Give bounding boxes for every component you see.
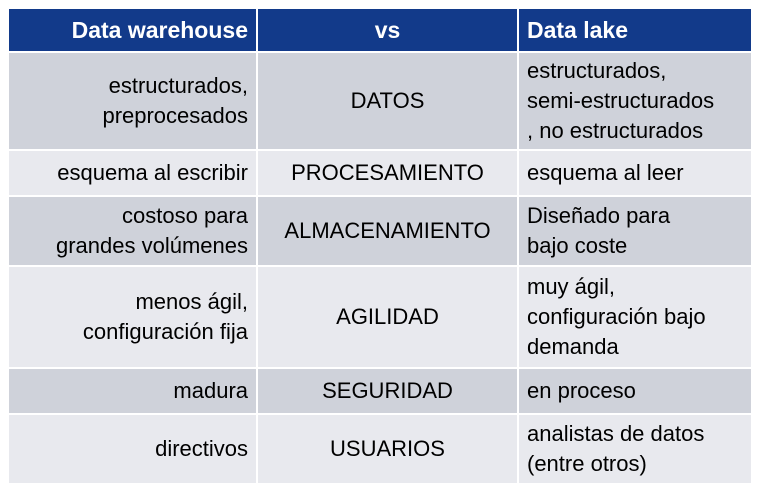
table-row-agilidad: menos ágil, configuración fija AGILIDAD … <box>7 265 753 369</box>
cell-line: estructurados, <box>108 73 248 98</box>
lake-cell: en proceso <box>517 367 753 415</box>
cell-line: , no estructurados <box>527 118 704 143</box>
warehouse-cell: costoso para grandes volúmenes <box>7 195 258 267</box>
cell-line: madura <box>173 378 248 403</box>
cell-line: (entre otros) <box>527 451 647 476</box>
aspect-cell: DATOS <box>256 51 519 151</box>
aspect-cell: USUARIOS <box>256 413 519 485</box>
cell-line: preprocesados <box>102 103 248 128</box>
cell-line: menos ágil, <box>135 289 248 314</box>
warehouse-cell: menos ágil, configuración fija <box>7 265 258 369</box>
cell-line: costoso para <box>122 203 248 228</box>
lake-cell: Diseñado para bajo coste <box>517 195 753 267</box>
cell-line: Diseñado para <box>527 203 671 228</box>
warehouse-cell: madura <box>7 367 258 415</box>
lake-cell: estructurados, semi-estructurados , no e… <box>517 51 753 151</box>
table-row-datos: estructurados, preprocesados DATOS estru… <box>7 51 753 151</box>
cell-line: esquema al leer <box>527 160 684 185</box>
warehouse-cell: estructurados, preprocesados <box>7 51 258 151</box>
cell-line: semi-estructurados <box>527 88 715 113</box>
cell-line: estructurados, <box>527 58 667 83</box>
aspect-cell: ALMACENAMIENTO <box>256 195 519 267</box>
lake-cell: esquema al leer <box>517 149 753 197</box>
aspect-cell: PROCESAMIENTO <box>256 149 519 197</box>
aspect-cell: SEGURIDAD <box>256 367 519 415</box>
header-row: Data warehouse vs Data lake <box>7 7 753 53</box>
cell-line: configuración bajo <box>527 304 706 329</box>
table-row-seguridad: madura SEGURIDAD en proceso <box>7 367 753 415</box>
header-data-lake: Data lake <box>517 7 753 53</box>
cell-line: bajo coste <box>527 233 628 258</box>
warehouse-cell: esquema al escribir <box>7 149 258 197</box>
cell-line: en proceso <box>527 378 636 403</box>
cell-line: esquema al escribir <box>57 160 248 185</box>
cell-line: configuración fija <box>82 319 248 344</box>
cell-line: muy ágil, <box>527 274 616 299</box>
warehouse-cell: directivos <box>7 413 258 485</box>
cell-line: analistas de datos <box>527 421 705 446</box>
table-row-procesamiento: esquema al escribir PROCESAMIENTO esquem… <box>7 149 753 197</box>
cell-line: demanda <box>527 334 619 359</box>
aspect-cell: AGILIDAD <box>256 265 519 369</box>
comparison-table: Data warehouse vs Data lake estructurado… <box>7 7 753 485</box>
table-row-almacenamiento: costoso para grandes volúmenes ALMACENAM… <box>7 195 753 267</box>
header-vs: vs <box>256 7 519 53</box>
table-row-usuarios: directivos USUARIOS analistas de datos (… <box>7 413 753 485</box>
header-data-warehouse: Data warehouse <box>7 7 258 53</box>
cell-line: grandes volúmenes <box>55 233 248 258</box>
lake-cell: muy ágil, configuración bajo demanda <box>517 265 753 369</box>
lake-cell: analistas de datos (entre otros) <box>517 413 753 485</box>
cell-line: directivos <box>155 436 248 461</box>
